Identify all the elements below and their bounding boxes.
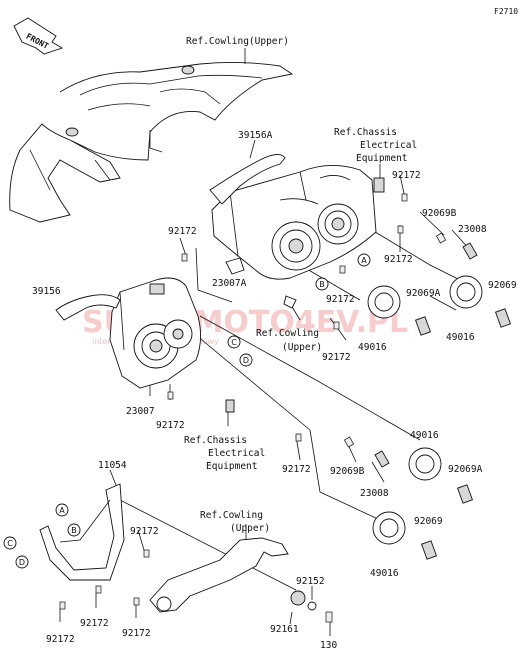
part-49016-b: 49016 <box>446 332 475 343</box>
part-49016-a: 49016 <box>358 342 387 353</box>
ref-chassis-mid-line3: Equipment <box>206 461 257 472</box>
svg-text:A: A <box>361 256 367 265</box>
part-39156A: 39156A <box>238 130 273 141</box>
part-49016-c: 49016 <box>410 430 439 441</box>
front-direction-arrow: FRONT <box>13 17 64 55</box>
part-23007A: 23007A <box>212 278 247 289</box>
part-130: 130 <box>320 640 337 651</box>
headlight-assembly-lower <box>109 277 201 389</box>
part-92172-j: 92172 <box>80 618 109 629</box>
callout-b-2: B <box>67 523 81 537</box>
svg-text:A: A <box>59 506 65 515</box>
svg-text:D: D <box>19 558 25 567</box>
figure-code: F2710 <box>494 7 518 16</box>
part-49016-d: 49016 <box>370 568 399 579</box>
part-92069-b: 92069 <box>414 516 443 527</box>
part-11054: 11054 <box>98 460 127 471</box>
upper-cowling-frame <box>9 61 294 223</box>
svg-text:C: C <box>231 338 237 347</box>
part-23008-a: 23008 <box>458 224 487 235</box>
ref-chassis-mid-line1: Ref.Chassis <box>184 435 247 446</box>
part-92172-c: 92172 <box>168 226 197 237</box>
part-23008-b: 23008 <box>360 488 389 499</box>
svg-text:D: D <box>243 356 249 365</box>
cowling-bracket <box>149 537 317 613</box>
bolts <box>59 177 408 623</box>
part-92161: 92161 <box>270 624 299 635</box>
ref-cowling-mid-line2: (Upper) <box>282 342 322 353</box>
duct-39156A <box>209 154 286 205</box>
bulb-parts <box>343 232 512 560</box>
part-92069A-b: 92069A <box>448 464 483 475</box>
part-92172-e: 92172 <box>322 352 351 363</box>
ref-chassis-top-line3: Equipment <box>356 153 407 164</box>
callout-c-1: C <box>227 335 241 349</box>
part-92172-h: 92172 <box>130 526 159 537</box>
headlight-assembly-upper <box>211 165 377 280</box>
part-39156: 39156 <box>32 286 61 297</box>
ref-chassis-mid-line2: Electrical <box>208 448 265 459</box>
part-92172-b: 92172 <box>384 254 413 265</box>
part-23007: 23007 <box>126 406 155 417</box>
ref-chassis-top-line2: Electrical <box>360 140 417 151</box>
part-92172-g: 92172 <box>282 464 311 475</box>
svg-text:C: C <box>7 539 13 548</box>
callout-b-1: B <box>315 277 329 291</box>
part-92069: 92069 <box>488 280 517 291</box>
svg-text:B: B <box>71 526 77 535</box>
ref-cowling-bottom-line1: Ref.Cowling <box>200 510 263 521</box>
part-92172-k: 92172 <box>122 628 151 639</box>
part-92172-i: 92172 <box>46 634 75 645</box>
ref-cowling-upper-top: Ref.Cowling(Upper) <box>186 36 289 47</box>
duct-39156 <box>55 294 121 321</box>
part-92069B-a: 92069B <box>422 208 457 219</box>
part-92152: 92152 <box>296 576 325 587</box>
stay-11054 <box>39 483 125 581</box>
ref-chassis-top-line1: Ref.Chassis <box>334 127 397 138</box>
ref-cowling-bottom-line2: (Upper) <box>230 523 270 534</box>
part-92172-a: 92172 <box>392 170 421 181</box>
ref-cowling-mid-line1: Ref.Cowling <box>256 328 319 339</box>
callout-d-1: D <box>239 353 253 367</box>
callout-d-2: D <box>15 555 29 569</box>
callout-c-2: C <box>3 536 17 550</box>
part-92069B-b: 92069B <box>330 466 365 477</box>
part-92172-f: 92172 <box>156 420 185 431</box>
bracket-23007A <box>225 257 245 275</box>
part-92172-d: 92172 <box>326 294 355 305</box>
part-92069A-a: 92069A <box>406 288 441 299</box>
callout-a-1: A <box>357 253 371 267</box>
callout-a-2: A <box>55 503 69 517</box>
svg-text:B: B <box>319 280 325 289</box>
